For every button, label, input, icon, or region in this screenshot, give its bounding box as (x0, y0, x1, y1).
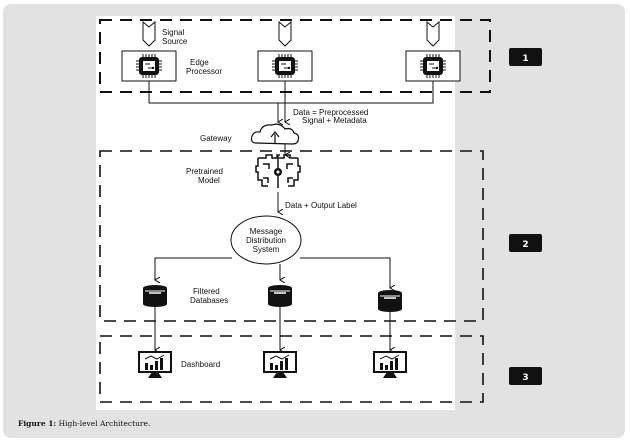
section-3-boundary (99, 335, 484, 403)
edge-processor-label: Edge (190, 58, 209, 67)
edge-node-3 (405, 21, 461, 82)
gateway-label: Gateway (200, 134, 232, 143)
section-1-boundary (99, 19, 491, 93)
edge-node-1 (121, 21, 177, 82)
data-output-label: Data + Output Label (285, 201, 357, 210)
pretrained-model-label: Pretrained (186, 167, 223, 176)
section-badge-1: 1 (509, 48, 542, 66)
svg-text:Distribution: Distribution (246, 236, 286, 245)
mds-label: Message (250, 227, 283, 236)
database-icon (267, 284, 293, 308)
svg-text:Source: Source (162, 37, 188, 46)
svg-text:3: 3 (522, 373, 528, 383)
database-icon (142, 284, 168, 308)
signal-source-label: Signal (162, 28, 184, 37)
signal-arrow-icon (426, 21, 440, 47)
svg-text:Databases: Databases (190, 296, 228, 305)
section-badge-2: 2 (509, 234, 542, 252)
database-icon (377, 289, 403, 313)
signal-arrow-icon (278, 21, 292, 47)
svg-text:Model: Model (198, 176, 220, 185)
signal-arrow-icon (142, 21, 156, 47)
figure-caption-label: Figure 1: (18, 419, 57, 428)
section-badge-3: 3 (509, 367, 542, 385)
monitor-chart-icon (138, 351, 172, 379)
svg-text:2: 2 (522, 240, 528, 250)
figure-caption: Figure 1: High-level Architecture. (18, 419, 150, 428)
edge-node-2 (257, 21, 313, 82)
section-2-boundary (99, 150, 484, 322)
figure-caption-text: High-level Architecture. (56, 419, 151, 428)
svg-text:Processor: Processor (186, 67, 222, 76)
data-preprocessed-label: Data = Preprocessed (293, 108, 368, 117)
monitor-chart-icon (263, 351, 297, 379)
diagram-canvas (96, 16, 455, 410)
brain-circuit-icon (255, 154, 301, 188)
filtered-databases-label: Filtered (193, 287, 220, 296)
svg-text:System: System (253, 245, 280, 254)
message-distribution-system-node (230, 215, 302, 265)
monitor-chart-icon (373, 351, 407, 379)
svg-text:1: 1 (522, 54, 528, 64)
dashboard-label: Dashboard (181, 360, 220, 369)
cloud-upload-icon (250, 123, 300, 145)
svg-text:Signal + Metadata: Signal + Metadata (302, 116, 367, 125)
